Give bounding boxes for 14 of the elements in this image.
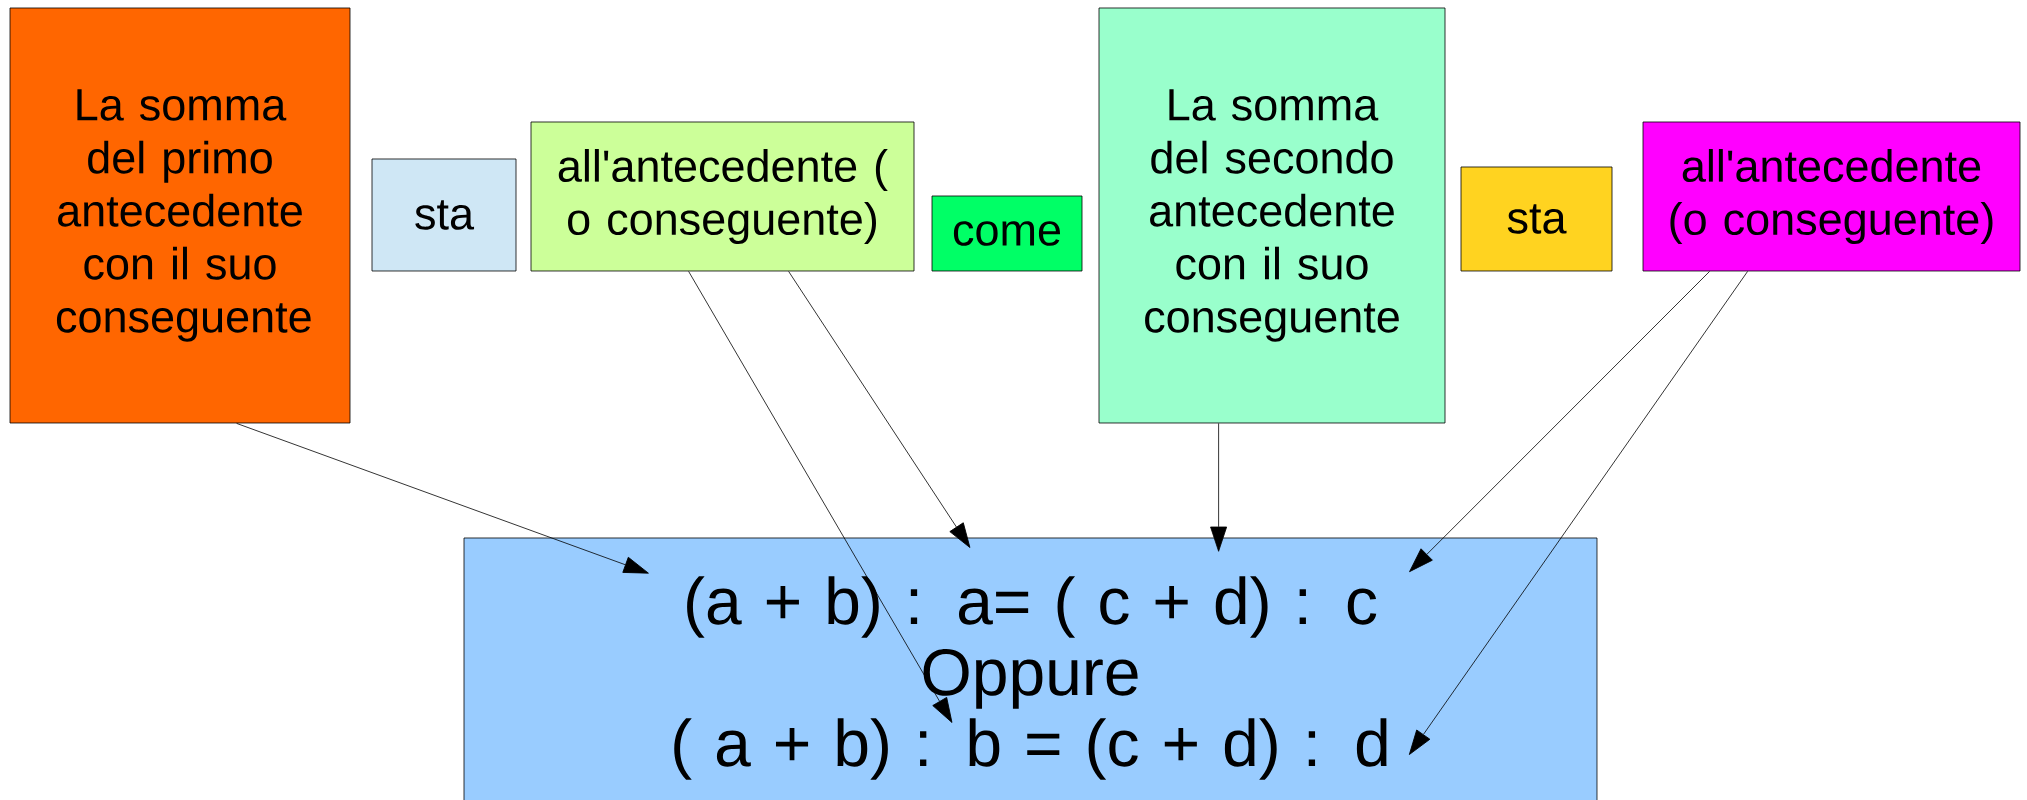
concept-box: all'antecedente ( o conseguente) — [530, 121, 915, 272]
concept-box: La somma del secondo antecedente con il suo conseguente — [1098, 7, 1446, 424]
concept-box: all'antecedente (o conseguente) — [1642, 121, 2021, 272]
word-box: sta — [1460, 166, 1613, 272]
arrow — [236, 423, 649, 574]
arrow — [1210, 423, 1228, 552]
word-box: come — [931, 195, 1083, 272]
arrow — [1408, 271, 1748, 755]
concept-box: La somma del primo antecedente con il suo conseguente — [9, 7, 351, 424]
arrow — [688, 271, 953, 723]
word-box: sta — [371, 158, 517, 272]
arrow — [788, 271, 971, 548]
arrow — [1409, 271, 1710, 573]
formula-box: (a + b) : a= ( c + d) : c Oppure ( a + b) : b = (c + d) : d — [463, 537, 1598, 800]
